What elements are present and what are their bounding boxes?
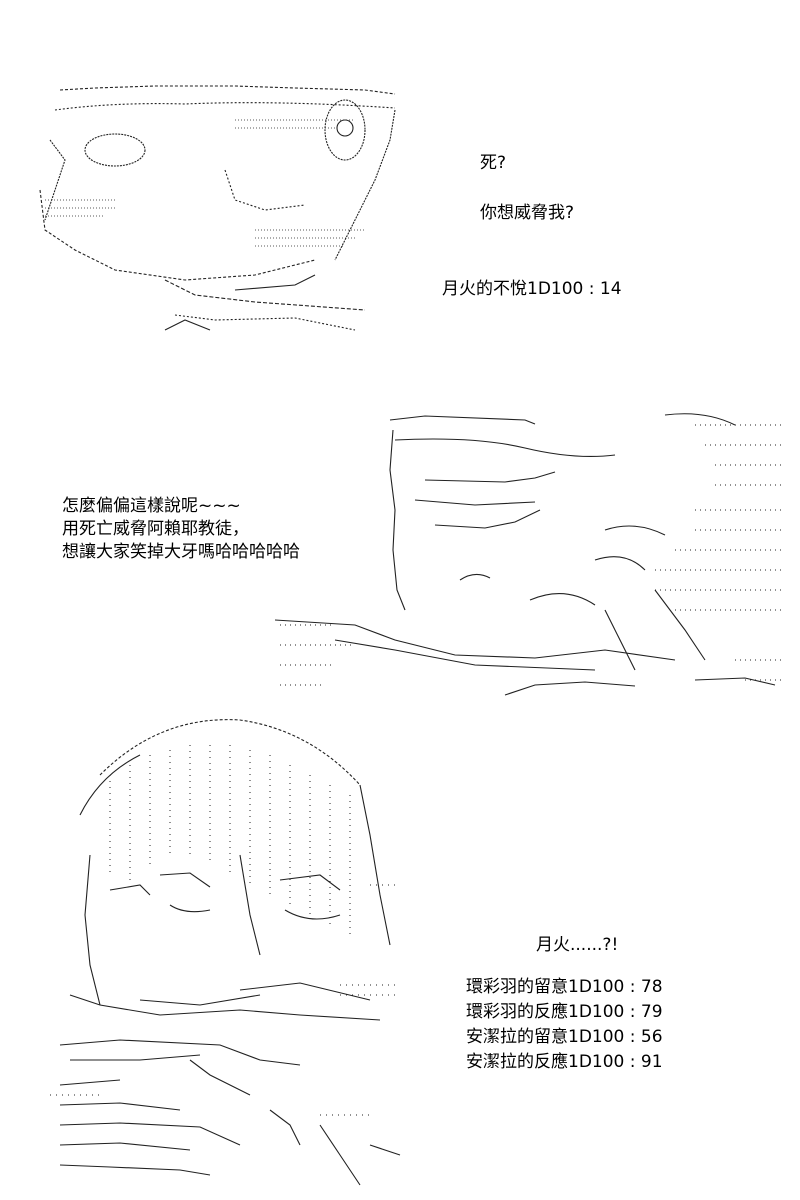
dialogue-line: 月火......?! [536, 935, 619, 955]
ascii-art-figure [35, 80, 405, 340]
panel-1: 死? 你想威脅我? 月火的不悅1D100 : 14 [0, 0, 800, 370]
dice-roll-result: 安潔拉的留意1D100 : 56 [466, 1027, 663, 1047]
ascii-art-figure [40, 715, 410, 1195]
dialogue-line: 死? [480, 153, 507, 173]
panel-2: 怎麼偏偏這樣說呢~~~ 用死亡威脅阿賴耶教徒， 想讓大家笑掉大牙嗎哈哈哈哈哈 [0, 370, 800, 715]
dialogue-line: 用死亡威脅阿賴耶教徒， [62, 519, 249, 539]
dice-roll-result: 環彩羽的反應1D100 : 79 [466, 1002, 663, 1022]
dialogue-line: 怎麼偏偏這樣說呢~~~ [62, 496, 241, 516]
dialogue-line: 想讓大家笑掉大牙嗎哈哈哈哈哈 [62, 542, 300, 562]
dice-roll-block: 環彩羽的留意1D100 : 78 環彩羽的反應1D100 : 79 安潔拉的留意… [466, 975, 663, 1075]
ascii-art-figure [275, 410, 790, 705]
panel-3: 月火......?! 環彩羽的留意1D100 : 78 環彩羽的反應1D100 … [0, 715, 800, 1200]
dice-roll-result: 月火的不悅1D100 : 14 [442, 279, 622, 299]
dice-roll-result: 安潔拉的反應1D100 : 91 [466, 1052, 663, 1072]
dialogue-block: 怎麼偏偏這樣說呢~~~ 用死亡威脅阿賴耶教徒， 想讓大家笑掉大牙嗎哈哈哈哈哈 [62, 495, 300, 564]
dice-roll-result: 環彩羽的留意1D100 : 78 [466, 977, 663, 997]
dialogue-line: 你想威脅我? [480, 203, 575, 223]
